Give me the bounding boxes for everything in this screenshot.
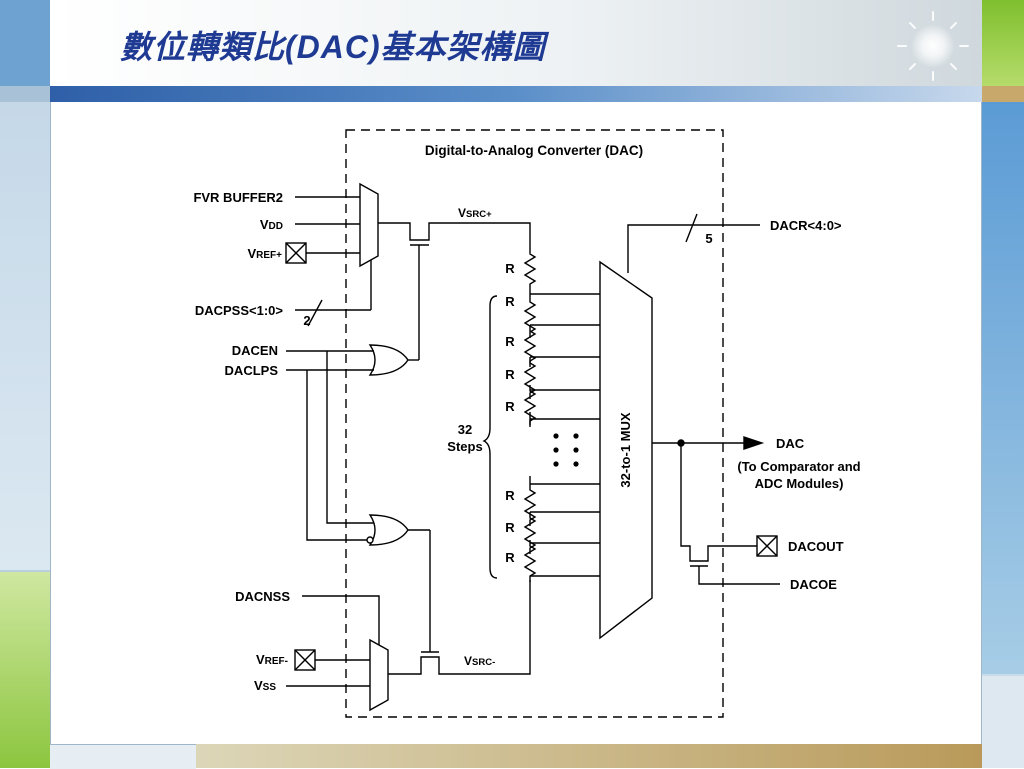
- mux-32to1: [599, 260, 653, 640]
- bottom-band-right: [196, 744, 982, 768]
- label-fvr-buffer2: FVR BUFFER2: [193, 190, 283, 205]
- vsrc-plus-sub: SRC+: [466, 209, 492, 220]
- dac-box-title: Digital-to-Analog Converter (DAC): [425, 143, 643, 158]
- label-dacen: DACEN: [232, 343, 278, 358]
- or-gate-top: [368, 344, 409, 376]
- label-vsrc-plus: VSRC+: [458, 206, 492, 220]
- label-dac-output: DAC: [776, 436, 805, 451]
- vref-minus-pin-icon: [294, 649, 316, 671]
- content-frame: [50, 102, 982, 744]
- dac-boundary: [345, 129, 724, 718]
- sparkle-decoration: [897, 11, 969, 81]
- vsrc-minus-main: V: [464, 654, 472, 668]
- header-divider-bar: [50, 86, 982, 102]
- page-title: 數位轉類比(DAC)基本架構圖: [120, 22, 546, 68]
- negative-ref-mux: [369, 638, 389, 712]
- vref-plus-sub: REF+: [256, 250, 282, 261]
- resistor-label-3: R: [505, 334, 515, 349]
- vref-minus-main: V: [256, 652, 265, 667]
- title-suffix: 基本架構圖: [380, 28, 546, 66]
- label-vsrc-minus: VSRC-: [464, 654, 495, 668]
- label-vref-plus: VREF+: [247, 246, 282, 261]
- title-prefix: 數位轉類比: [120, 28, 286, 66]
- dac-output-note-2: ADC Modules): [755, 476, 844, 491]
- label-dacr: DACR<4:0>: [770, 218, 842, 233]
- bottom-band-left: [50, 744, 196, 769]
- vref-plus-main: V: [247, 246, 256, 261]
- dacout-pin-icon: [756, 535, 778, 557]
- label-vss: VSS: [254, 678, 276, 693]
- label-dacnss: DACNSS: [235, 589, 290, 604]
- header-divider-end: [982, 86, 1024, 102]
- left-accent-green: [0, 572, 50, 768]
- ellipsis-dots: [553, 433, 579, 467]
- positive-ref-mux: [359, 182, 379, 268]
- vref-plus-pin-icon: [285, 242, 307, 264]
- left-accent-mid: [0, 100, 50, 570]
- steps-count: 32: [458, 422, 472, 437]
- steps-brace: [482, 295, 498, 579]
- resistor-1: [524, 247, 536, 291]
- resistor-label-1: R: [505, 261, 515, 276]
- vdd-sub: DD: [269, 221, 283, 232]
- left-divider-end: [0, 86, 50, 102]
- label-dacout: DACOUT: [788, 539, 844, 554]
- vss-sub: SS: [263, 682, 277, 693]
- dac-output-note-1: (To Comparator and: [737, 459, 860, 474]
- vsrc-plus-main: V: [458, 206, 466, 220]
- or-gate-bottom: [368, 514, 409, 546]
- title-ascii: (DAC): [285, 29, 381, 65]
- steps-word: Steps: [447, 439, 482, 454]
- mux-label: 32-to-1 MUX: [618, 412, 633, 487]
- right-accent-bottom: [982, 676, 1024, 768]
- resistor-label-6: R: [505, 488, 515, 503]
- vss-main: V: [254, 678, 263, 693]
- vdd-main: V: [260, 217, 269, 232]
- resistor-label-2: R: [505, 294, 515, 309]
- vsrc-minus-sub: SRC-: [472, 657, 495, 668]
- title-band: [50, 0, 982, 86]
- dacr-bus-width: 5: [705, 231, 712, 246]
- label-vref-minus: VREF-: [256, 652, 288, 667]
- label-dacoe: DACOE: [790, 577, 837, 592]
- left-accent-top: [0, 0, 50, 86]
- dacpss-bus-width: 2: [303, 313, 310, 328]
- resistor-label-5: R: [505, 399, 515, 414]
- label-dacpss: DACPSS<1:0>: [195, 303, 284, 318]
- label-vdd: VDD: [260, 217, 283, 232]
- resistor-label-4: R: [505, 367, 515, 382]
- label-daclps: DACLPS: [225, 363, 279, 378]
- resistor-label-8: R: [505, 550, 515, 565]
- resistor-label-7: R: [505, 520, 515, 535]
- vref-minus-sub: REF-: [265, 656, 288, 667]
- right-accent-blue: [982, 102, 1024, 674]
- right-accent-green: [982, 0, 1024, 86]
